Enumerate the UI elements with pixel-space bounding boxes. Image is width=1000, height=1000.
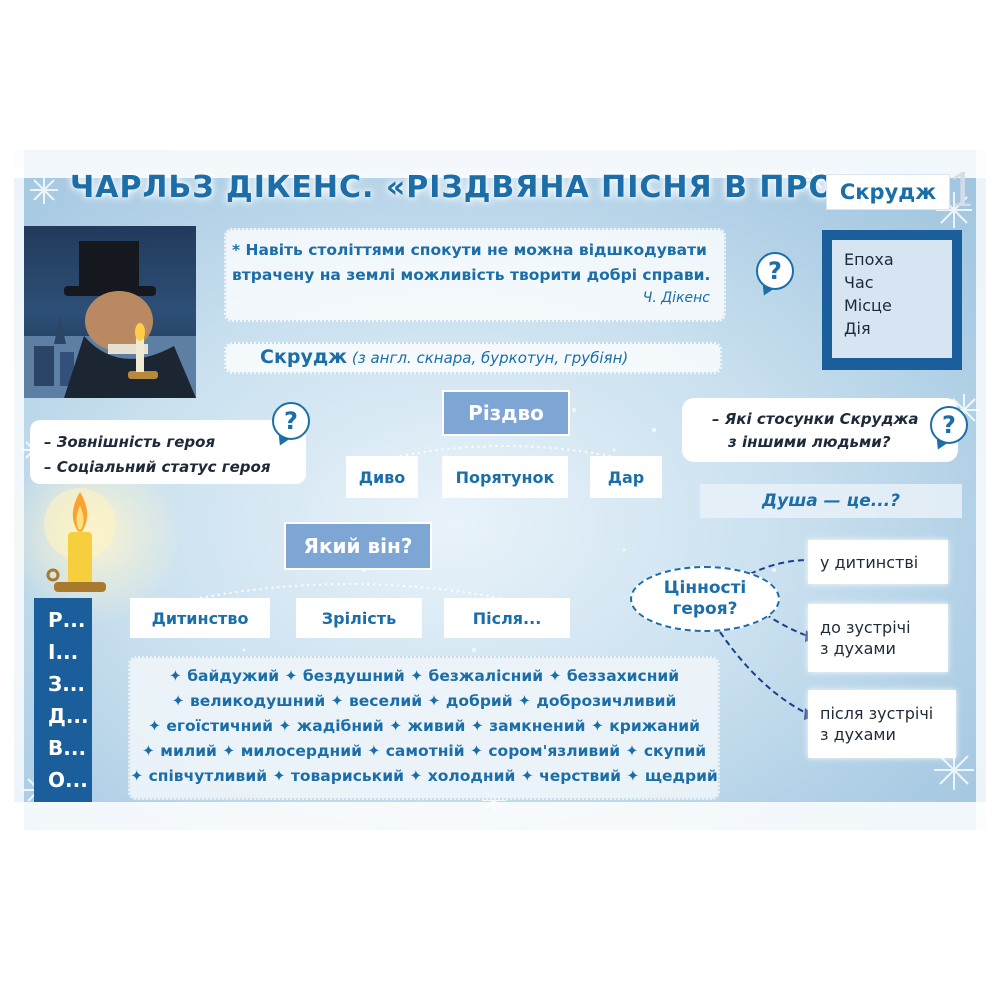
values-stage-after-spirits: після зустрічі з духами [808,690,956,758]
what-is-he-label: Який він? [284,522,432,570]
acrostic-letter: В... [48,736,87,760]
soul-question: Душа — це...? [700,484,962,518]
values-stage-text: до зустрічі [820,618,911,637]
page-title: ЧАРЛЬЗ ДІКЕНС. «РІЗДВЯНА ПІСНЯ В ПРОЗІ» [70,170,890,205]
setting-item: Епоха [844,250,894,269]
quote-text: * Навіть століттями спокути не можна від… [232,241,711,284]
acrostic-letter: Д... [48,704,89,728]
values-stage-childhood: у дитинстві [808,540,948,584]
values-stage-text: з духами [820,639,896,658]
values-oval: Цінності героя? [630,566,780,632]
question-mark-icon: ? [272,402,310,440]
candle-icon [44,488,116,592]
scrooge-name-bubble [224,342,722,374]
stage-after: Після... [444,598,570,638]
scrooge-name: Скрудж [260,346,348,368]
stage-maturity: Зрілість [296,598,422,638]
question-social-status: – Соціальний статус героя [44,458,271,476]
stage-childhood: Дитинство [130,598,270,638]
values-stage-before-spirits: до зустрічі з духами [808,604,948,672]
scrooge-illustration [24,226,196,398]
adjectives-line: ✦ великодушний ✦ веселий ✦ добрий ✦ добр… [171,692,677,710]
acrostic-letter: О... [48,768,88,792]
setting-item: Місце [844,296,892,315]
values-label: Цінності [663,578,747,598]
christmas-item-wonder: Диво [346,456,418,498]
adjectives-bubble [128,656,720,800]
christmas-item-gift: Дар [590,456,662,498]
setting-item: Дія [844,319,871,338]
quote-bubble [224,228,726,322]
hero-questions-box [30,420,306,484]
acrostic-letter: І... [48,640,79,664]
adjectives-line: ✦ байдужий ✦ бездушний ✦ безжалісний ✦ б… [168,667,680,685]
christmas-label: Різдво [442,390,570,436]
acrostic-box: Р... І... З... Д... В... О... [34,598,92,802]
values-stage-text: після зустрічі [820,704,934,723]
acrostic-letter: Р... [48,608,86,632]
acrostic-letter: З... [48,672,86,696]
values-label: героя? [672,599,738,619]
christmas-item-salvation: Порятунок [442,456,568,498]
relations-question-line: з іншими людьми? [728,433,891,451]
topic-tag: Скрудж [826,174,950,210]
setting-item: Час [844,273,874,292]
adjectives-list: ✦ байдужий ✦ бездушний ✦ безжалісний ✦ б… [128,656,720,800]
adjectives-line: ✦ милий ✦ милосердний ✦ самотній ✦ сором… [141,742,707,760]
setting-list: Епоха Час Місце Дія [832,240,952,358]
relations-question-line: – Які стосунки Скруджа [712,410,919,428]
relations-question: – Які стосунки Скруджа з іншими людьми? [712,408,919,454]
quote-author: Ч. Дікенс [642,290,710,306]
values-stage-text: з духами [820,725,896,744]
adjectives-line: ✦ егоїстичний ✦ жадібний ✦ живий ✦ замкн… [147,717,701,735]
page-number: 1 [948,163,978,217]
question-mark-icon: ? [756,252,794,290]
hero-questions: – Зовнішність героя – Соціальний статус … [44,430,270,480]
scrooge-portrait-icon [24,241,196,398]
scrooge-definition: Скрудж (з англ. скнара, буркотун, грубія… [260,346,628,368]
adjectives-line: ✦ співчутливий ✦ товариський ✦ холодний … [130,767,718,785]
question-mark-icon: ? [930,406,968,444]
setting-box: Епоха Час Місце Дія [822,230,962,370]
question-appearance: – Зовнішність героя [44,433,216,451]
values-stage-text: у дитинстві [820,552,919,572]
scrooge-meaning: (з англ. скнара, буркотун, грубіян) [351,349,629,367]
relations-question-box [682,398,958,462]
